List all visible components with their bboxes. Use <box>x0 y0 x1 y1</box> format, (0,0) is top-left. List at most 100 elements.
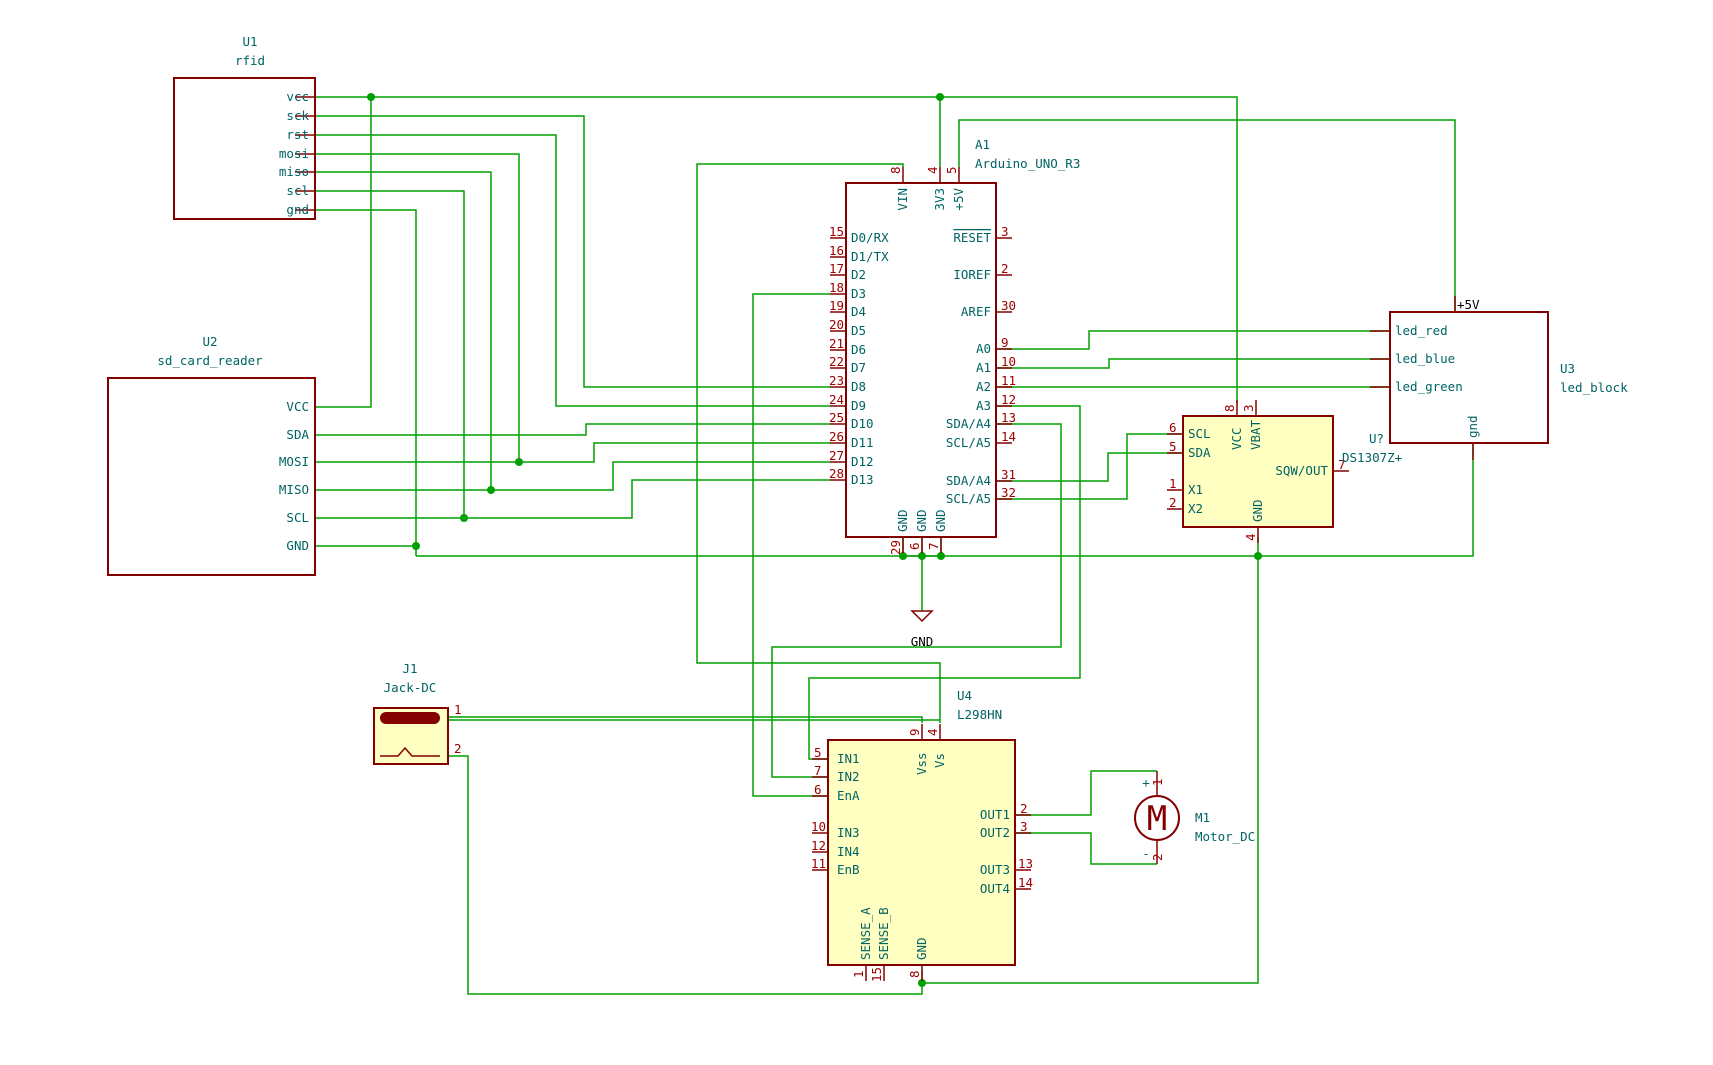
driver-pin-label: OUT1 <box>980 807 1010 822</box>
led-block-ref: U3 <box>1560 361 1575 376</box>
arduino-pin-num: 23 <box>829 373 844 388</box>
wire-rtc-scl <box>996 433 1183 500</box>
rfid-ref: U1 <box>242 34 257 49</box>
arduino-pin-num: 29 <box>888 540 903 555</box>
arduino-ref: A1 <box>975 137 990 152</box>
rfid-value: rfid <box>235 53 265 68</box>
wire-5v <box>958 119 1456 312</box>
jack-ref: J1 <box>402 661 417 676</box>
led-pin-label: led_blue <box>1395 351 1455 366</box>
junction-dot <box>937 552 945 560</box>
rtc-ref: U? <box>1369 431 1384 446</box>
rtc-pin-num: 1 <box>1169 476 1177 491</box>
arduino-pin-label: AREF <box>961 304 991 319</box>
sd-pin-label: GND <box>286 538 309 553</box>
driver-value: L298HN <box>957 707 1002 722</box>
driver-pin-num: 11 <box>811 856 826 871</box>
driver-pin-label: GND <box>914 937 929 960</box>
sd-pin-label: SDA <box>286 427 309 442</box>
arduino-pin-num: 2 <box>1001 261 1009 276</box>
l298hn-driver[interactable]: U4 L298HN 5 IN1 7 IN2 6 EnA 10 IN3 12 IN… <box>811 688 1033 982</box>
wire-d3-ena <box>752 293 830 797</box>
arduino-pin-num: 11 <box>1001 373 1016 388</box>
arduino-left-pins: 15 D0/RX 16 D1/TX 17 D2 18 D3 19 D4 20 D… <box>829 224 889 487</box>
arduino-pin-label: D1/TX <box>851 249 889 264</box>
driver-pin-label: IN1 <box>837 751 860 766</box>
rtc-pin-num: 5 <box>1169 439 1177 454</box>
driver-pin-label: SENSE_B <box>876 907 891 960</box>
sd-pin-label: SCL <box>286 510 309 525</box>
arduino-pin-num: 8 <box>888 166 903 174</box>
sd-card-reader[interactable]: U2 sd_card_reader VCC SDA MOSI MISO SCL … <box>107 334 316 576</box>
wire-miso <box>315 171 492 490</box>
arduino-pin-num: 31 <box>1001 467 1016 482</box>
gnd-label: GND <box>911 634 934 649</box>
arduino-pin-num: 15 <box>829 224 844 239</box>
junction-dot <box>918 979 926 987</box>
arduino-pin-label: D2 <box>851 267 866 282</box>
arduino-pin-num: 7 <box>926 542 941 550</box>
rtc-pin-num: 7 <box>1338 457 1346 472</box>
driver-pin-label: OUT4 <box>980 881 1010 896</box>
sd-value: sd_card_reader <box>157 353 263 368</box>
led-block[interactable]: +5V led_red led_blue led_green gnd U3 le… <box>1389 297 1628 444</box>
driver-pin-num: 13 <box>1018 856 1033 871</box>
rfid-pin-label: sck <box>286 108 309 123</box>
wire-rtc-sda <box>996 452 1183 482</box>
arduino-pin-num: 30 <box>1001 298 1016 313</box>
arduino-pin-label: A1 <box>976 360 991 375</box>
driver-pin-label: Vss <box>914 752 929 775</box>
wire-sda-sd <box>315 423 830 436</box>
rtc-body <box>1182 415 1334 528</box>
rfid-pin-label: gnd <box>286 202 309 217</box>
arduino-uno[interactable]: A1 Arduino_UNO_R3 8 4 5 VIN 3V3 +5V 15 D… <box>829 137 1080 555</box>
dc-jack[interactable]: J1 Jack-DC 1 2 <box>373 661 462 765</box>
junction-dot <box>412 542 420 550</box>
rtc-pin-label: VCC <box>1229 427 1244 450</box>
driver-pin-label: IN4 <box>837 844 860 859</box>
wire-gnd-bus <box>416 443 1474 557</box>
driver-pin-num: 12 <box>811 838 826 853</box>
arduino-pin-num: 13 <box>1001 410 1016 425</box>
arduino-pin-num: 24 <box>829 392 844 407</box>
led-block-power-label: +5V <box>1457 297 1480 312</box>
arduino-value: Arduino_UNO_R3 <box>975 156 1080 171</box>
arduino-pin-label: GND <box>895 509 910 532</box>
driver-pin-num: 8 <box>907 970 922 978</box>
arduino-pin-num: 16 <box>829 243 844 258</box>
driver-pin-num: 7 <box>814 763 822 778</box>
arduino-pin-num: 21 <box>829 336 844 351</box>
ground-icon <box>910 610 934 623</box>
led-pin-label: led_red <box>1395 323 1448 338</box>
driver-pin-num: 14 <box>1018 875 1033 890</box>
wire-scl <box>315 190 465 518</box>
driver-pin-label: IN2 <box>837 769 860 784</box>
wire-vin <box>696 163 941 723</box>
wire-jack-vs <box>448 716 923 723</box>
rtc-pin-label: SQW/OUT <box>1275 463 1328 478</box>
sd-body <box>107 377 316 576</box>
rfid-pin-label: rst <box>286 127 309 142</box>
arduino-pin-label: SCL/A5 <box>946 491 991 506</box>
wire-miso-sd <box>315 461 830 491</box>
rtc-pin-num: 3 <box>1241 404 1256 412</box>
driver-pin-num: 6 <box>814 782 822 797</box>
arduino-pin-num: 22 <box>829 354 844 369</box>
arduino-pin-num: 9 <box>1001 335 1009 350</box>
wire-scl-sd <box>315 479 830 519</box>
rtc-ds1307[interactable]: 6 SCL 5 SDA 1 X1 2 X2 8 VCC 3 VBAT SQW/O… <box>1167 400 1402 543</box>
arduino-pin-num: 19 <box>829 298 844 313</box>
driver-pin-num: 5 <box>814 745 822 760</box>
gnd-power-symbol: GND <box>910 610 934 649</box>
arduino-pin-label: D12 <box>851 454 874 469</box>
wire-mosi <box>315 153 520 462</box>
arduino-pin-label: 3V3 <box>932 188 947 211</box>
arduino-pin-label: D10 <box>851 416 874 431</box>
dc-motor[interactable]: M 1 2 + - M1 Motor_DC <box>1134 771 1255 864</box>
wire-mosi-sd <box>315 442 830 463</box>
sd-pin-label: MOSI <box>279 454 309 469</box>
rtc-pin-num: 8 <box>1222 404 1237 412</box>
arduino-pin-num: 14 <box>1001 429 1016 444</box>
arduino-pin-label: IOREF <box>953 267 991 282</box>
rfid-module[interactable]: U1 rfid vcc sck rst mosi miso scl gnd <box>173 34 316 220</box>
